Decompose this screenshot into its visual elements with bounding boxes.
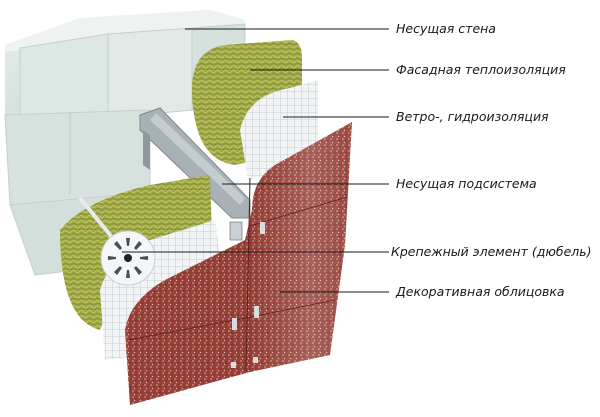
label-load-bearing-wall: Несущая стена [396, 21, 496, 36]
subframe-rail [139, 107, 251, 241]
label-load-bearing-subframe: Несущая подсистема [396, 176, 537, 191]
label-decorative-cladding: Декоративная облицовка [396, 284, 565, 299]
fastener-dowel [78, 196, 156, 286]
label-wind-water-barrier: Ветро-, гидроизоляция [396, 109, 549, 124]
leader-lines [122, 28, 389, 293]
label-facade-insulation: Фасадная теплоизоляция [396, 62, 566, 77]
label-fastener-dowel: Крепежный элемент (дюбель) [391, 244, 592, 259]
